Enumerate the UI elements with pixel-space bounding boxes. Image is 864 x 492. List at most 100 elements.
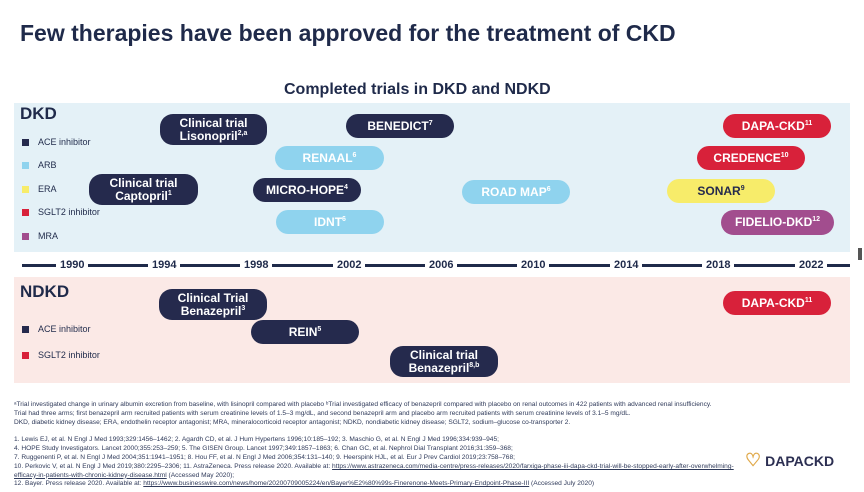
- timeline-year: 2018: [702, 259, 735, 271]
- legend-swatch: [22, 185, 29, 193]
- trial-line: CREDENCE: [713, 150, 781, 165]
- trial-fidelio-dkd: FIDELIO-DKD12: [721, 210, 834, 235]
- trial-line: RENAAL: [302, 150, 353, 165]
- legend-label: ERA: [38, 184, 57, 194]
- trial-ref: 7: [428, 119, 433, 127]
- legend-swatch: [22, 208, 29, 216]
- trial-benazepril-8: Clinical trial Benazepril8,b: [390, 346, 498, 377]
- trial-line: Benazepril: [180, 303, 242, 318]
- trial-sonar: SONAR9: [667, 179, 775, 203]
- trial-ref: 3: [241, 304, 246, 312]
- legend-swatch: [22, 138, 29, 146]
- trial-idnt: IDNT6: [276, 210, 384, 234]
- timeline-year: 2006: [425, 259, 458, 271]
- trial-line: Clinical trial: [409, 347, 479, 362]
- trial-ref: 2,a: [237, 129, 248, 137]
- legend-ace: ACE inhibitor: [22, 137, 91, 147]
- legend-swatch: [22, 351, 29, 359]
- trial-line: BENEDICT: [367, 118, 429, 133]
- trial-lisonopril: Clinical trial Lisonopril2,a: [160, 114, 267, 145]
- trial-ref: 11: [804, 119, 813, 127]
- trial-dapa-ckd-dkd: DAPA-CKD11: [723, 114, 831, 138]
- reference-line: 4. HOPE Study Investigators. Lancet 2000…: [14, 445, 513, 452]
- trial-line: MICRO-HOPE: [266, 182, 345, 197]
- trial-ref: 4: [344, 183, 348, 191]
- trial-ref: 1: [167, 189, 172, 197]
- trial-line: Clinical trial: [179, 115, 248, 130]
- legend-label: ACE inhibitor: [38, 324, 91, 334]
- trial-ref: 6: [546, 185, 551, 193]
- trial-line: DAPA-CKD: [741, 295, 805, 310]
- reference-line: 7. Ruggenenti P, et al. N Engl J Med 200…: [14, 454, 515, 461]
- slide-subtitle: Completed trials in DKD and NDKD: [284, 81, 551, 98]
- trial-line: Captopril: [115, 188, 168, 203]
- legend-sglt2: SGLT2 inhibitor: [22, 350, 100, 360]
- reference-line: 10. Perkovic V, et al. N Engl J Med 2019…: [14, 463, 734, 480]
- trial-line: Lisonopril: [179, 128, 238, 143]
- timeline-year: 2014: [610, 259, 643, 271]
- trial-benazepril-3: Clinical Trial Benazepril3: [159, 289, 267, 320]
- trial-dapa-ckd-ndkd: DAPA-CKD11: [723, 291, 831, 315]
- legend-ace: ACE inhibitor: [22, 324, 91, 334]
- reference-text: 10. Perkovic V, et al. N Engl J Med 2019…: [14, 463, 333, 470]
- trial-micro-hope: MICRO-HOPE4: [253, 178, 361, 202]
- trial-ref: 11: [804, 296, 813, 304]
- legend-label: SGLT2 inhibitor: [38, 207, 100, 217]
- timeline-year: 1990: [56, 259, 89, 271]
- trial-line: Benazepril: [408, 360, 470, 375]
- legend-swatch: [22, 232, 29, 240]
- dapa-ckd-logo: ♡ DAPACKD: [745, 450, 834, 471]
- trial-ref: 12: [812, 216, 821, 224]
- legend-swatch: [22, 325, 29, 333]
- legend-swatch: [22, 161, 29, 169]
- timeline-year: 2002: [333, 259, 366, 271]
- footnote-a2: Trial had three arms; first benazepril a…: [14, 410, 631, 417]
- logo-text: DAPACKD: [765, 452, 835, 469]
- scrollbar-handle[interactable]: [858, 248, 862, 260]
- trial-line: FIDELIO-DKD: [734, 215, 813, 230]
- trial-line: IDNT: [314, 214, 343, 229]
- reference-line: 12. Bayer. Press release 2020. Available…: [14, 480, 734, 489]
- slide-title: Few therapies have been approved for the…: [20, 20, 676, 46]
- trial-credence: CREDENCE10: [697, 146, 805, 170]
- legend-mra: MRA: [22, 231, 58, 241]
- trial-line: Clinical Trial: [177, 290, 249, 305]
- trial-benedict: BENEDICT7: [346, 114, 454, 138]
- trial-ref: 5: [317, 325, 322, 333]
- trial-line: SONAR: [697, 183, 741, 198]
- trial-line: REIN: [288, 324, 318, 339]
- trial-captopril: Clinical trial Captopril1: [89, 174, 198, 205]
- reference-text: 12. Bayer. Press release 2020. Available…: [14, 480, 144, 487]
- trial-ref: 6: [342, 215, 346, 223]
- legend-label: MRA: [38, 231, 58, 241]
- trial-renaal: RENAAL6: [275, 146, 384, 170]
- legend-label: ACE inhibitor: [38, 137, 91, 147]
- reference-link[interactable]: https://www.businesswire.com/news/home/2…: [143, 480, 530, 487]
- trial-ref: 6: [352, 151, 357, 159]
- trial-ref: 9: [740, 184, 745, 192]
- reference-line: 1. Lewis EJ, et al. N Engl J Med 1993;32…: [14, 436, 499, 443]
- ndkd-label: NDKD: [20, 282, 70, 301]
- reference-text: (Accessed May 2020);: [166, 471, 235, 479]
- trial-line: ROAD MAP: [481, 184, 547, 199]
- heart-icon: ♡: [745, 450, 762, 470]
- dkd-label: DKD: [20, 104, 57, 123]
- legend-era: ERA: [22, 184, 57, 194]
- timeline-year: 2010: [517, 259, 550, 271]
- timeline-year: 1994: [148, 259, 181, 271]
- footnote-abbreviations: DKD, diabetic kidney disease; ERA, endot…: [14, 419, 571, 426]
- trial-rein: REIN5: [251, 320, 359, 344]
- legend-arb: ARB: [22, 160, 57, 170]
- trial-ref: 8,b: [469, 361, 480, 369]
- footnote-a: ᵃTrial investigated change in urinary al…: [14, 401, 712, 408]
- trial-line: Clinical trial: [109, 175, 178, 190]
- timeline-year: 2022: [795, 259, 828, 271]
- trial-ref: 10: [780, 151, 789, 159]
- reference-text: (Accessed July 2020): [529, 480, 595, 487]
- legend-label: SGLT2 inhibitor: [38, 350, 100, 360]
- legend-sglt2: SGLT2 inhibitor: [22, 207, 100, 217]
- trial-road-map: ROAD MAP6: [462, 180, 570, 204]
- reference-link[interactable]: https://www.astrazeneca.com/media-centre…: [14, 463, 734, 479]
- trial-line: DAPA-CKD: [741, 118, 805, 133]
- timeline-year: 1998: [240, 259, 273, 271]
